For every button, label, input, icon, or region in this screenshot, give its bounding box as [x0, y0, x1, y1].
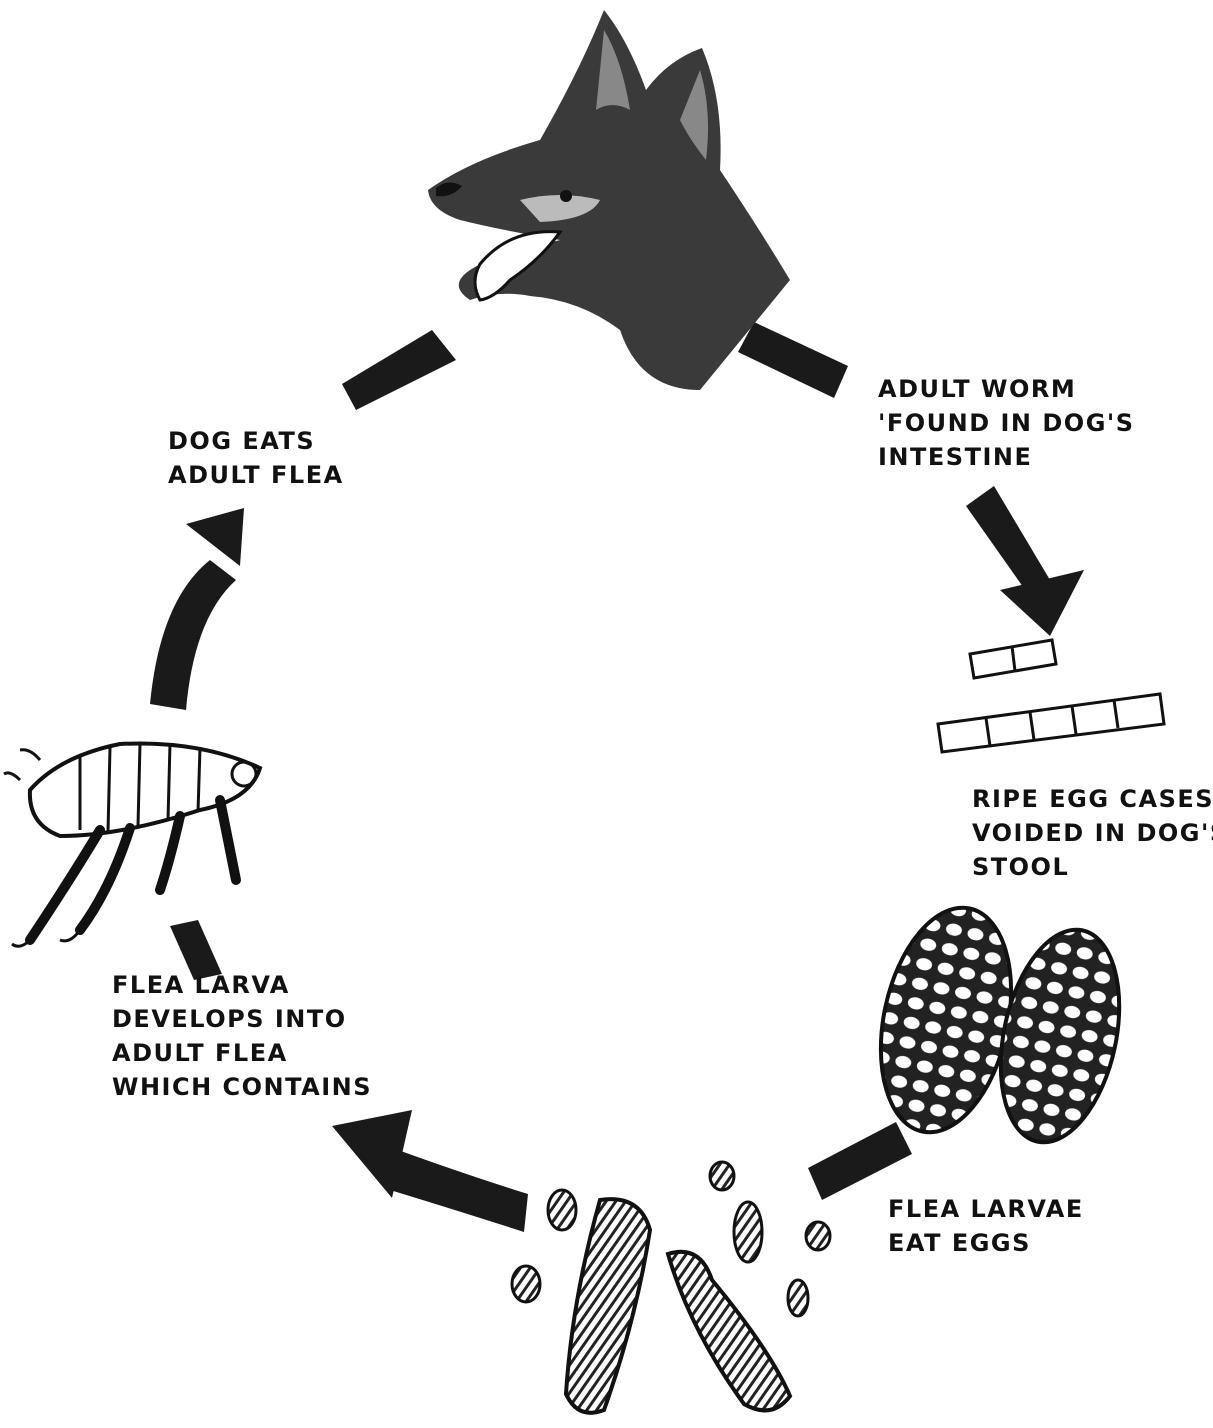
label-line: WHICH CONTAINS [112, 1070, 372, 1104]
label-line: ADULT WORM [878, 372, 1135, 406]
arrow-down-to-segments [966, 486, 1084, 636]
label-dog-eats-adult-flea: DOG EATS ADULT FLEA [168, 424, 344, 492]
label-line: ADULT FLEA [112, 1036, 372, 1070]
adult-flea-illustration [4, 744, 260, 947]
connector-eggs-bottom [808, 1122, 912, 1200]
label-line: INTESTINE [878, 440, 1135, 474]
label-line: ADULT FLEA [168, 458, 344, 492]
connector-dog-left [342, 330, 456, 410]
arrow-up-to-dog [150, 508, 244, 710]
tapeworm-egg-packets-illustration [862, 896, 1138, 1154]
tapeworm-segments-illustration [938, 640, 1164, 752]
label-line: VOIDED IN DOG'S [972, 816, 1213, 850]
label-line: FLEA LARVA [112, 968, 372, 1002]
label-ripe-egg-cases: RIPE EGG CASES VOIDED IN DOG'S STOOL [972, 782, 1213, 884]
label-flea-larva-develops: FLEA LARVA DEVELOPS INTO ADULT FLEA WHIC… [112, 968, 372, 1104]
dog-head-illustration [428, 10, 790, 390]
connector-dog-right [738, 322, 848, 398]
arrow-left-to-flea-label [332, 1110, 528, 1232]
label-line: DOG EATS [168, 424, 344, 458]
label-line: DEVELOPS INTO [112, 1002, 372, 1036]
label-adult-worm-found: ADULT WORM 'FOUND IN DOG'S INTESTINE [878, 372, 1135, 474]
label-line: RIPE EGG CASES [972, 782, 1213, 816]
label-line: FLEA LARVAE [888, 1192, 1084, 1226]
flea-larvae-illustration [512, 1162, 830, 1413]
label-line: EAT EGGS [888, 1226, 1084, 1260]
label-line: STOOL [972, 850, 1213, 884]
label-flea-larvae-eat-eggs: FLEA LARVAE EAT EGGS [888, 1192, 1084, 1260]
label-line: 'FOUND IN DOG'S [878, 406, 1135, 440]
